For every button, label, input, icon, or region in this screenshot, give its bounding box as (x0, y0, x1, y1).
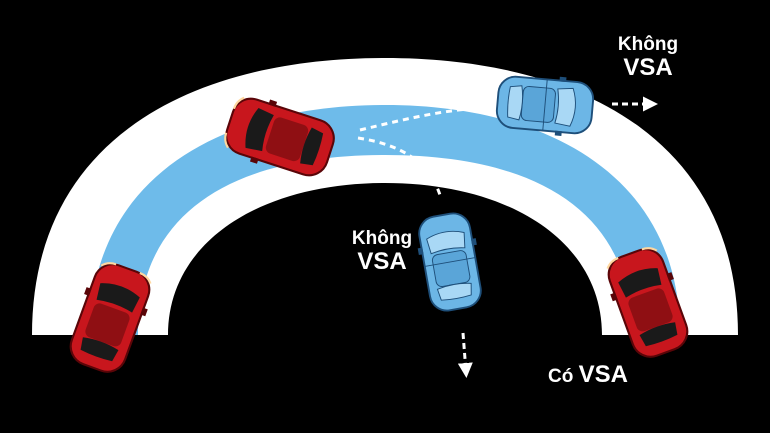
blue-car-top-right (494, 70, 596, 140)
label-middle-line1: Không (351, 228, 413, 249)
label-without-vsa-middle: Không VSA (332, 228, 432, 275)
label-bottom-word1: Có (548, 366, 579, 387)
arrow-down (457, 332, 473, 378)
trajectory-middle-dashed (357, 136, 442, 196)
label-top-line2: VSA (623, 53, 673, 81)
lane-band (90, 105, 680, 335)
label-bottom-word2: VSA (578, 361, 628, 388)
label-top-line1: Không (617, 34, 679, 55)
label-with-vsa: Có VSA (548, 362, 628, 387)
label-without-vsa-top: Không VSA (598, 34, 698, 81)
trajectory-top-dashed (359, 105, 501, 132)
label-middle-line2: VSA (357, 247, 407, 275)
